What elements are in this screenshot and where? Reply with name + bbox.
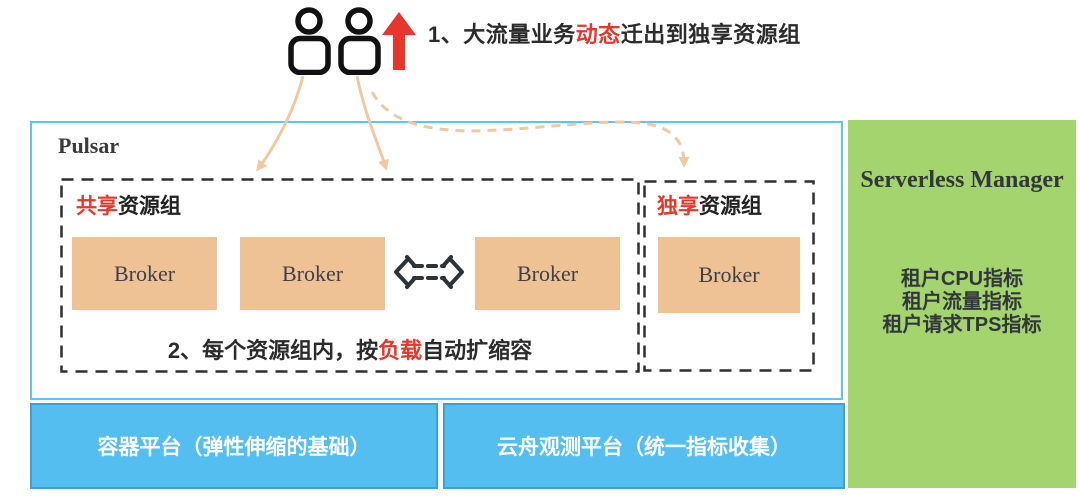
observability-platform-bar: 云舟观测平台（统一指标收集） [443,403,845,489]
shared-group-label-highlight: 共享 [76,195,118,218]
broker-node: Broker [475,237,620,310]
shared-resource-group: 共享资源组 Broker Broker Broker 2、每个资源组内，按负载自… [60,178,640,373]
serverless-manager-title: Serverless Manager [860,167,1064,193]
pulsar-title: Pulsar [58,133,120,158]
exclusive-group-label-rest: 资源组 [699,195,762,218]
serverless-metrics-list: 租户CPU指标 租户流量指标 租户请求TPS指标 [883,268,1042,337]
step2-text-prefix: 2、每个资源组内，按 [167,338,379,363]
observability-platform-label: 云舟观测平台（统一指标收集） [497,436,791,459]
broker-label: Broker [698,262,760,287]
broker-label: Broker [516,260,579,286]
step2-text-suffix: 自动扩缩容 [422,338,533,363]
broker-label: Broker [113,260,176,286]
broker-node: Broker [72,237,217,310]
step2-annotation: 2、每个资源组内，按负载自动扩缩容 [60,333,640,365]
shared-group-label: 共享资源组 [76,190,181,220]
metric-item: 租户流量指标 [902,291,1022,313]
exclusive-group-label: 独享资源组 [657,190,762,220]
broker-label: Broker [281,260,344,286]
step1-text-prefix: 1、大流量业务 [428,22,576,47]
container-platform-label: 容器平台（弹性伸缩的基础） [97,436,371,459]
step2-text-highlight: 负载 [378,338,423,363]
step1-text-highlight: 动态 [575,22,621,47]
step1-annotation: 1、大流量业务动态迁出到独享资源组 [428,20,801,50]
metric-item: 租户CPU指标 [900,268,1024,290]
scale-up-arrow-icon [382,12,416,70]
user-icon [338,7,381,75]
broker-node: Broker [658,237,800,313]
exclusive-resource-group: 独享资源组 Broker [643,180,815,372]
user-icon [288,7,331,75]
metric-item: 租户请求TPS指标 [882,314,1042,336]
shared-group-label-rest: 资源组 [118,195,181,218]
broker-node: Broker [240,237,385,310]
serverless-manager-panel: Serverless Manager 租户CPU指标 租户流量指标 租户请求TP… [848,120,1076,488]
step1-text-suffix: 迁出到独享资源组 [620,22,801,47]
container-platform-bar: 容器平台（弹性伸缩的基础） [30,403,438,489]
exclusive-group-label-highlight: 独享 [657,195,699,218]
rebalance-arrows-icon [394,255,464,289]
